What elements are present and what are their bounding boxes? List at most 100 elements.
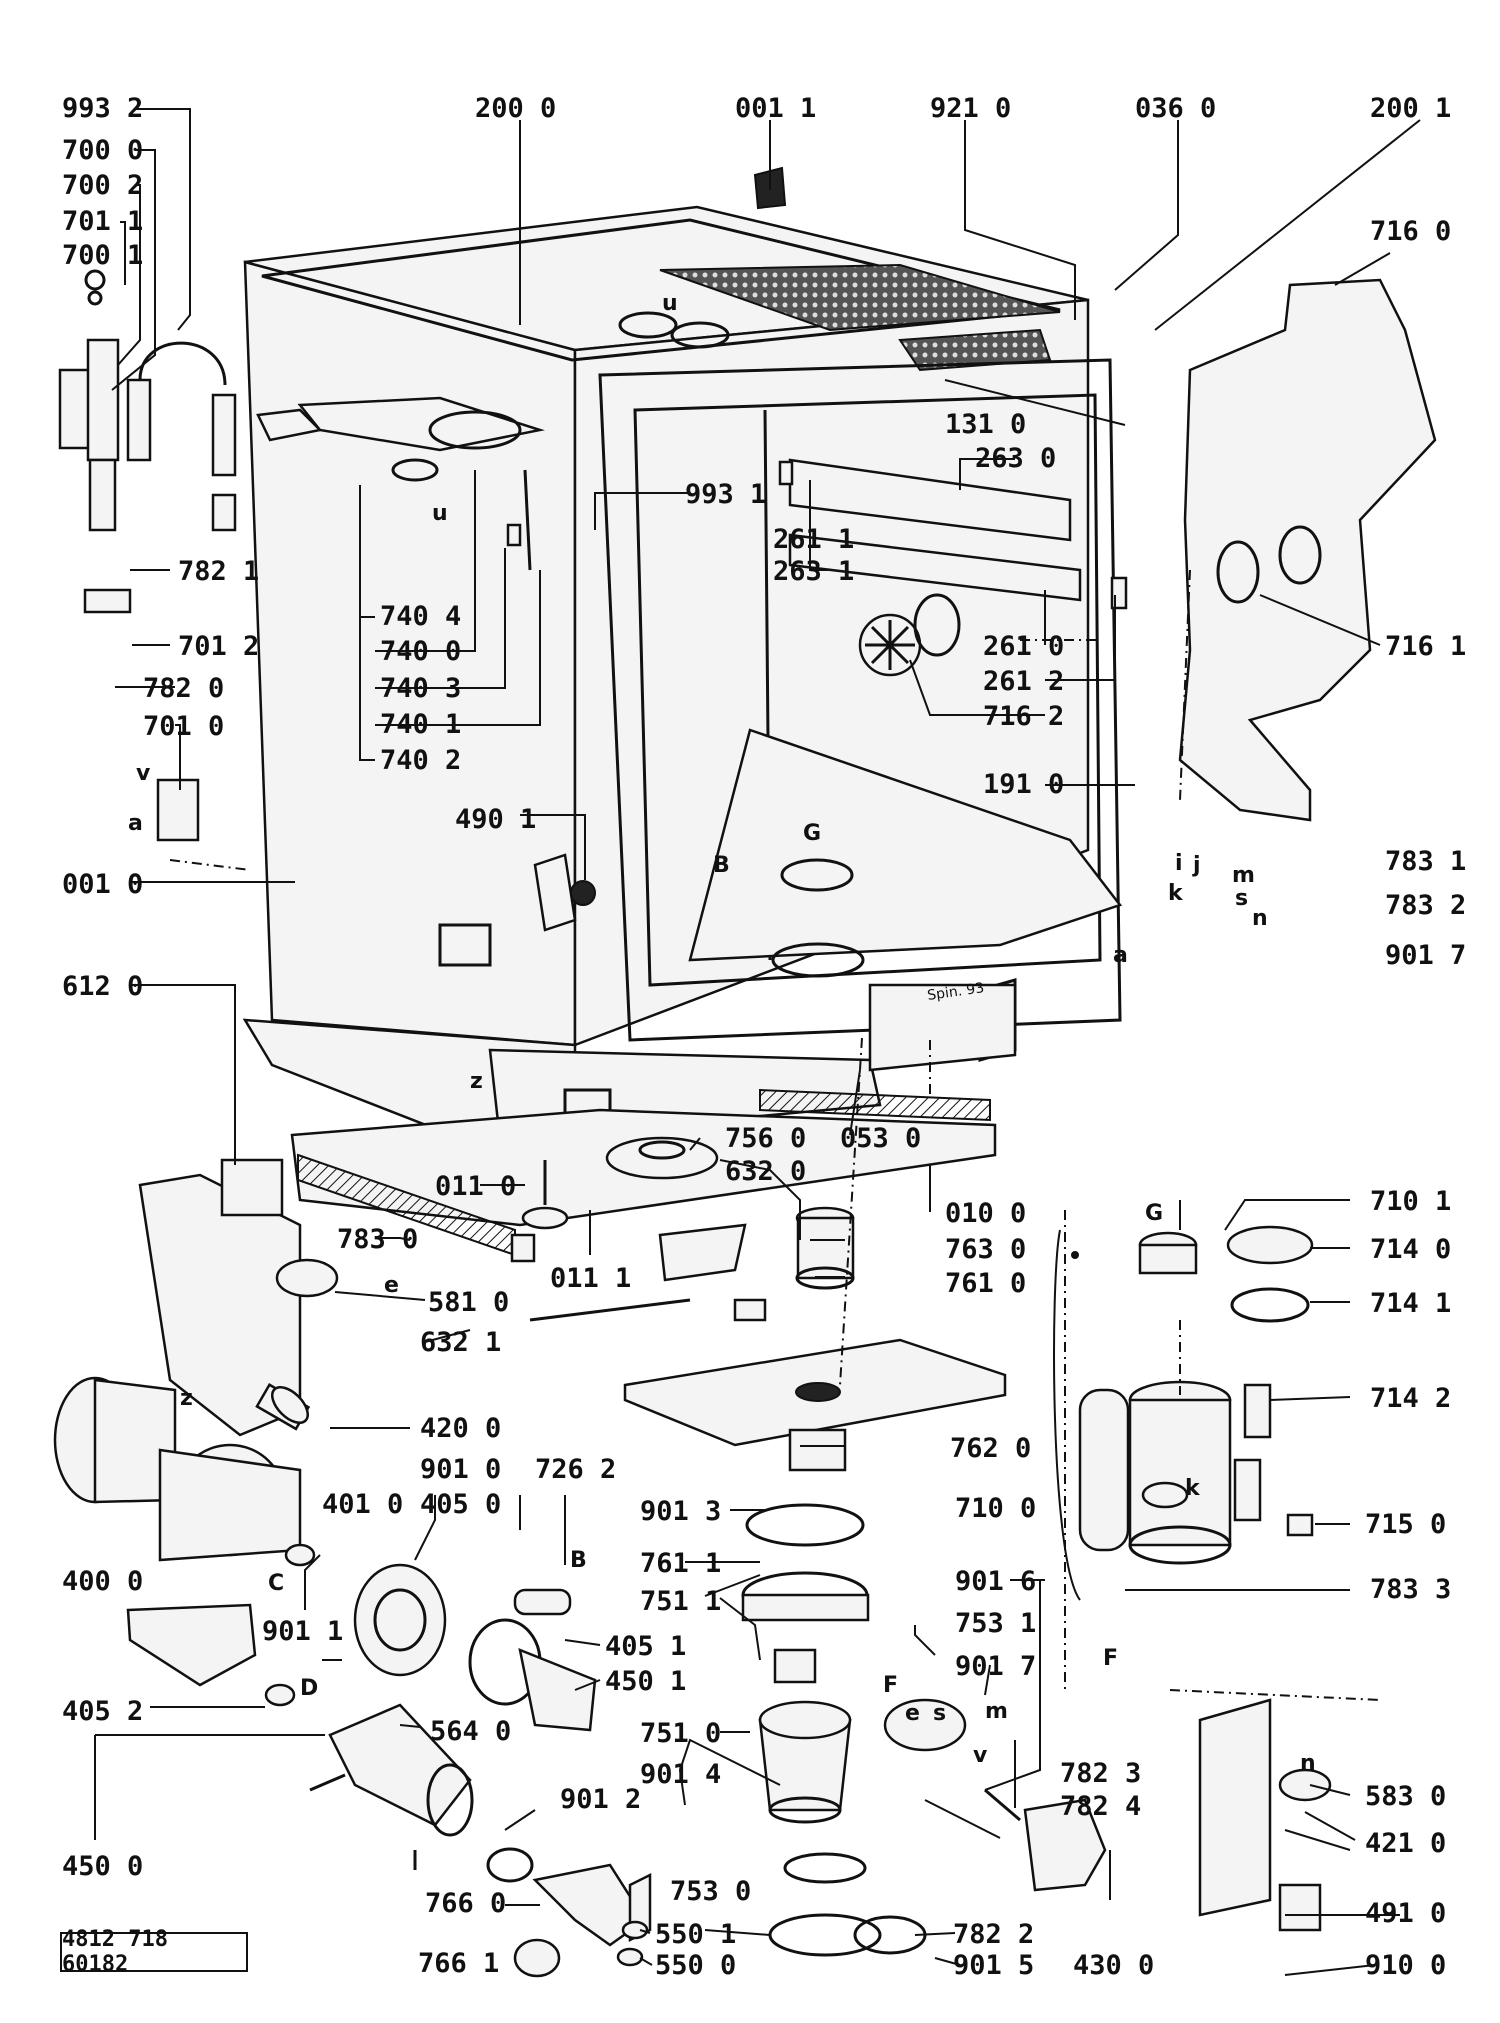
part-label-782-1: 782 1 [178,556,259,587]
part-label-700-1: 700 1 [62,240,143,271]
part-label-550-0: 550 0 [655,1950,736,1981]
part-label-716-2: 716 2 [983,701,1064,732]
part-label-901-1: 901 1 [262,1616,343,1647]
inlet-valve-group [58,269,1332,1932]
part-labels: 993 2 700 0 700 2 701 1 700 1 200 0 001 … [62,93,1466,1981]
part-label-710-1: 710 1 [1370,1186,1451,1217]
part-label-200-0: 200 0 [475,93,556,124]
pump-motor-group [53,1376,597,1732]
part-label-993-2: 993 2 [62,93,143,124]
letter-n-terminal: n [1252,906,1268,931]
part-label-700-2: 700 2 [62,170,143,201]
letter-z-bracket: z [180,1386,193,1411]
side-insulation-panel [1178,278,1437,822]
part-label-783-1: 783 1 [1385,846,1466,877]
part-label-901-7b: 901 7 [955,1651,1036,1682]
stamp-text: Spin. 93 [926,980,985,1004]
part-label-740-1: 740 1 [380,709,461,740]
part-label-490-1: 490 1 [455,804,536,835]
part-label-740-0: 740 0 [380,636,461,667]
part-label-701-2: 701 2 [178,631,259,662]
letter-j-terminal: j [1192,853,1201,878]
part-label-450-1: 450 1 [605,1666,686,1697]
letter-G-softener: G [1145,1201,1163,1226]
part-label-716-1: 716 1 [1385,631,1466,662]
document-number: 4812 718 60182 [60,1927,248,1977]
part-label-715-0: 715 0 [1365,1509,1446,1540]
part-label-420-0: 420 0 [420,1413,501,1444]
letter-C-pump: C [268,1571,284,1596]
heater-hose-group [309,1703,652,1978]
letter-m-terminal: m [1232,863,1255,888]
part-label-701-0: 701 0 [143,711,224,742]
part-label-405-0: 405 0 [420,1489,501,1520]
part-label-751-0: 751 0 [640,1718,721,1749]
part-label-400-0: 400 0 [62,1566,143,1597]
part-label-053-0: 053 0 [840,1123,921,1154]
part-label-716-0: 716 0 [1370,216,1451,247]
part-label-564-0: 564 0 [430,1716,511,1747]
part-label-191-0: 191 0 [983,769,1064,800]
part-label-710-0: 710 0 [955,1493,1036,1524]
part-label-131-0: 131 0 [945,409,1026,440]
part-label-766-0: 766 0 [425,1888,506,1919]
letter-D-pump: D [300,1676,318,1701]
letter-m-sensor: m [985,1699,1008,1724]
part-label-783-2: 783 2 [1385,890,1466,921]
part-label-761-1: 761 1 [640,1548,721,1579]
letter-B-pump: B [570,1548,587,1573]
part-label-450-0: 450 0 [62,1851,143,1882]
part-label-583-0: 583 0 [1365,1781,1446,1812]
part-label-421-0: 421 0 [1365,1828,1446,1859]
part-label-753-0: 753 0 [670,1876,751,1907]
part-label-901-5: 901 5 [953,1950,1034,1981]
part-label-581-0: 581 0 [428,1287,509,1318]
part-label-993-1: 993 1 [685,479,766,510]
letter-s-terminal: s [1235,886,1248,911]
part-label-263-0: 263 0 [975,443,1056,474]
part-label-263-1: 263 1 [773,556,854,587]
letter-B-tub: B [713,853,730,878]
part-label-762-0: 762 0 [950,1433,1031,1464]
part-label-700-0: 700 0 [62,135,143,166]
part-label-430-0: 430 0 [1073,1950,1154,1981]
part-label-910-0: 910 0 [1365,1950,1446,1981]
letter-u-bracket: u [432,501,448,526]
leader-lines [94,108,1421,1976]
part-label-011-1: 011 1 [550,1263,631,1294]
part-label-901-6: 901 6 [955,1566,1036,1597]
letter-a-right: a [1113,943,1128,968]
part-label-761-0: 761 0 [945,1268,1026,1299]
part-label-405-2: 405 2 [62,1696,143,1727]
water-softener [1078,1225,1314,1565]
part-label-783-0: 783 0 [337,1224,418,1255]
part-label-901-7: 901 7 [1385,940,1466,971]
letter-k-softener: k [1185,1476,1201,1501]
part-label-763-0: 763 0 [945,1234,1026,1265]
part-label-714-1: 714 1 [1370,1288,1451,1319]
letter-v-valve: v [973,1743,988,1768]
part-label-751-1: 751 1 [640,1586,721,1617]
part-label-036-0: 036 0 [1135,93,1216,124]
part-label-783-3: 783 3 [1370,1574,1451,1605]
part-label-632-0: 632 0 [725,1156,806,1187]
part-label-401-0: 401 0 [322,1489,403,1520]
part-label-740-2: 740 2 [380,745,461,776]
part-label-766-1: 766 1 [418,1948,499,1979]
part-label-782-4: 782 4 [1060,1791,1141,1822]
control-bracket [138,1158,767,1437]
sump-heater-assembly [623,1206,1007,1957]
letter-z-base: z [470,1069,483,1094]
part-label-901-0: 901 0 [420,1454,501,1485]
part-label-726-2: 726 2 [535,1454,616,1485]
part-label-901-2: 901 2 [560,1784,641,1815]
letter-k-terminal: k [1168,881,1184,906]
letter-F-softener: F [1103,1646,1118,1671]
letter-i-terminal: i [1175,851,1183,876]
part-label-001-1: 001 1 [735,93,816,124]
letter-a-left: a [128,811,143,836]
letter-e-sensor: e [905,1701,920,1726]
connection-letters: u u v a a B B G G z z e e C D F F i j k … [128,291,1316,1776]
part-label-901-3: 901 3 [640,1496,721,1527]
